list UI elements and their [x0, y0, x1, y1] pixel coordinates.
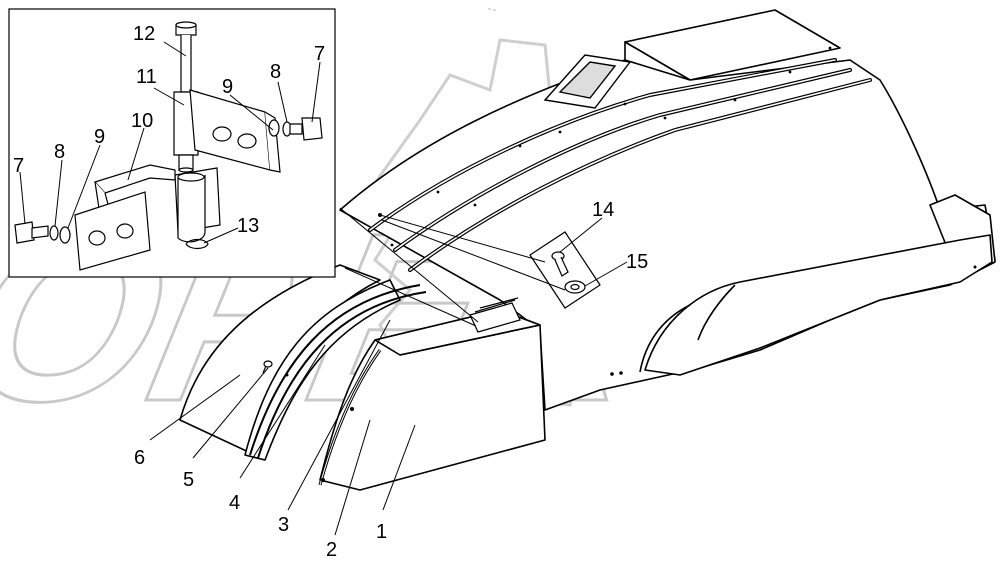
callout-1: 1 — [376, 521, 387, 543]
callout-3: 3 — [278, 514, 289, 536]
bolt-5 — [262, 360, 273, 374]
bolt-set-left — [14, 221, 71, 244]
callout-8-inset-left: 8 — [54, 141, 65, 163]
callout-8-inset-right: 8 — [270, 61, 281, 83]
hinge-spacer — [178, 154, 194, 173]
fender-body — [339, 9, 996, 411]
hinge-bracket-11 — [173, 89, 281, 173]
bracket-10 — [74, 164, 176, 271]
main-leaders — [149, 217, 628, 536]
detail-leaders — [339, 207, 566, 327]
callout-5: 5 — [183, 469, 194, 491]
callout-7-inset-right: 7 — [314, 43, 325, 65]
callout-11: 11 — [136, 66, 157, 88]
window-cutout — [543, 54, 632, 109]
snap-ring-13 — [185, 238, 209, 250]
mudflap-strip-2-inner — [319, 349, 381, 486]
hinge-pin-12 — [175, 21, 197, 93]
callout-13: 13 — [237, 215, 259, 237]
fender-strip-3 — [249, 284, 427, 459]
header-mark: ~ ⇔ — [488, 7, 497, 13]
callout-4: 4 — [229, 492, 240, 514]
callout-9-inset-right: 9 — [222, 76, 233, 98]
callout-6: 6 — [134, 447, 145, 469]
hinge-stack — [469, 297, 521, 333]
detail-14-15 — [529, 231, 601, 309]
callout-15: 15 — [626, 251, 648, 273]
callout-2: 2 — [326, 539, 337, 561]
callout-10: 10 — [131, 110, 153, 132]
bolt-set-right — [268, 117, 323, 141]
inset-box: 12 11 9 8 7 10 7 8 9 13 — [8, 8, 336, 278]
hinge-sleeve — [174, 167, 221, 243]
inset-leaders — [19, 41, 321, 244]
top-strip-inner — [369, 59, 871, 271]
callout-7-inset-left: 7 — [13, 155, 24, 177]
mounting-dots — [285, 46, 977, 482]
callout-14: 14 — [592, 199, 614, 221]
callout-12: 12 — [133, 23, 155, 45]
callout-9-inset-left: 9 — [94, 126, 105, 148]
